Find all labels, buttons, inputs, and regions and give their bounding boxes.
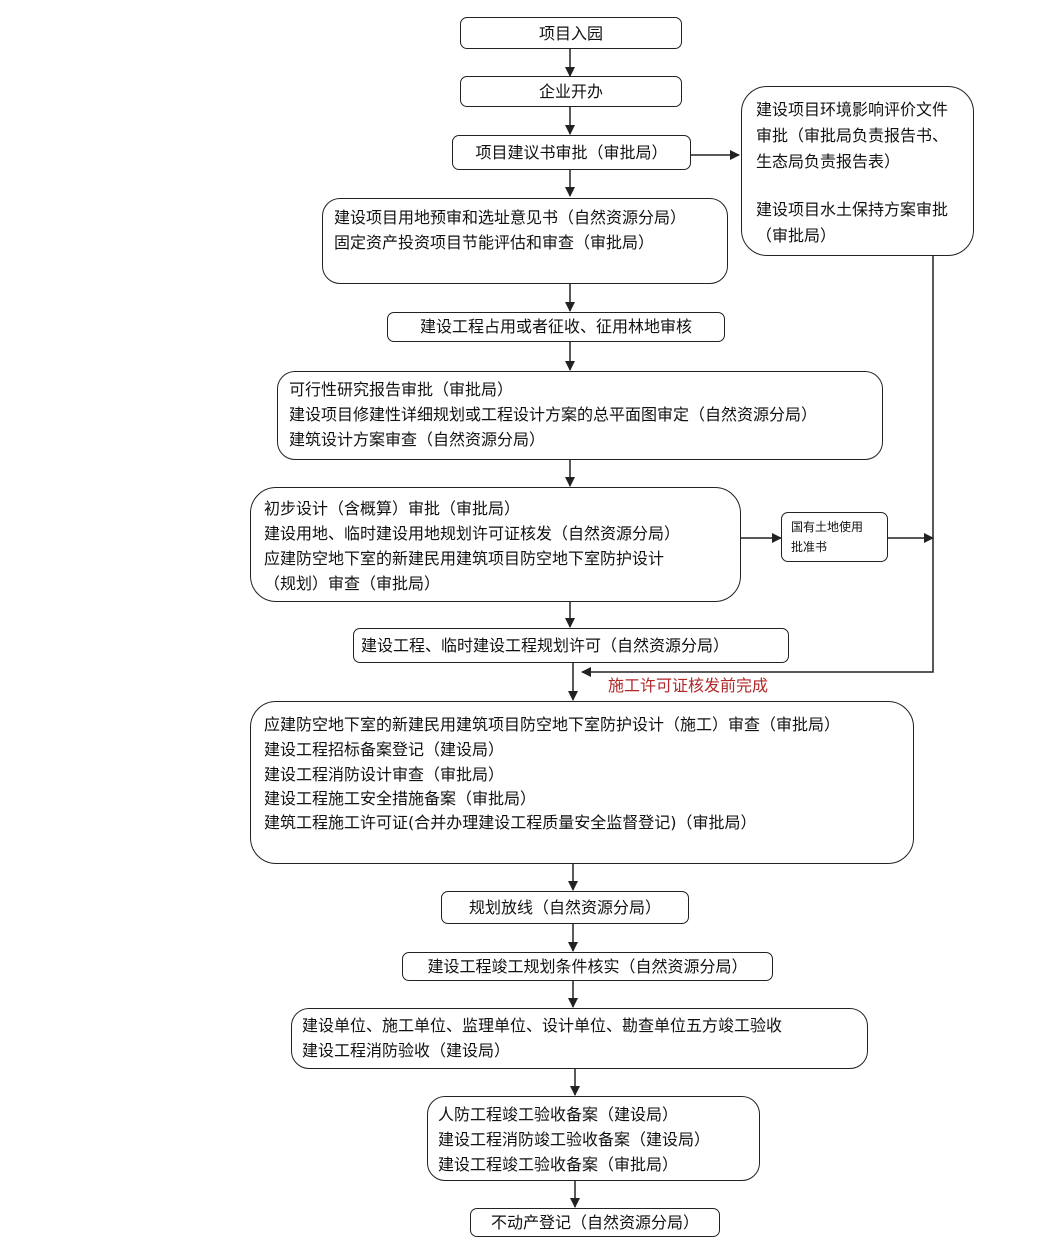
step-text: （规划）审查（审批局） <box>264 574 441 593</box>
step-setting-out: 规划放线（自然资源分局） <box>441 891 689 924</box>
step-text: 项目入园 <box>538 24 603 43</box>
construction-permit-note: 施工许可证核发前完成 <box>608 676 769 695</box>
step-text: 项目建议书审批（审批局） <box>475 143 668 162</box>
step-text: 可行性研究报告审批（审批局） <box>289 380 514 399</box>
side-text: 建设项目水土保持方案审批（审批局） <box>756 200 949 245</box>
side-text: 批准书 <box>791 540 828 554</box>
step-land-preexam: 建设项目用地预审和选址意见书（自然资源分局） 固定资产投资项目节能评估和审查（审… <box>322 198 728 284</box>
step-completion-planning-check: 建设工程竣工规划条件核实（自然资源分局） <box>402 952 773 981</box>
step-text: 建设工程、临时建设工程规划许可（自然资源分局） <box>361 636 730 655</box>
step-text: 建设项目修建性详细规划或工程设计方案的总平面图审定（自然资源分局） <box>289 405 818 424</box>
step-text: 人防工程竣工验收备案（建设局） <box>438 1105 679 1124</box>
step-project-entry: 项目入园 <box>460 17 682 49</box>
step-text: 规划放线（自然资源分局） <box>468 898 661 917</box>
step-text: 固定资产投资项目节能评估和审查（审批局） <box>334 233 655 252</box>
step-text: 建筑设计方案审查（自然资源分局） <box>289 430 546 449</box>
step-preliminary-design: 初步设计（含概算）审批（审批局） 建设用地、临时建设用地规划许可证核发（自然资源… <box>250 487 741 602</box>
step-text: 建设工程占用或者征收、征用林地审核 <box>419 317 692 336</box>
step-planning-permit: 建设工程、临时建设工程规划许可（自然资源分局） <box>353 628 789 663</box>
step-text: 应建防空地下室的新建民用建筑项目防空地下室防护设计（施工）审查（审批局） <box>264 715 841 734</box>
step-feasibility-study: 可行性研究报告审批（审批局） 建设项目修建性详细规划或工程设计方案的总平面图审定… <box>277 371 883 460</box>
step-completion-filing: 人防工程竣工验收备案（建设局） 建设工程消防竣工验收备案（建设局） 建设工程竣工… <box>427 1096 760 1181</box>
step-text: 建设用地、临时建设用地规划许可证核发（自然资源分局） <box>264 524 681 543</box>
step-text: 建设工程消防竣工验收备案（建设局） <box>438 1130 711 1149</box>
step-text: 不动产登记（自然资源分局） <box>490 1213 699 1232</box>
right-return-line <box>581 255 934 677</box>
step-text: 建设工程招标备案登记（建设局） <box>264 740 505 759</box>
step-proposal-approval: 项目建议书审批（审批局） <box>452 135 691 170</box>
step-text: 建设工程消防验收（建设局） <box>302 1041 511 1060</box>
step-text: 应建防空地下室的新建民用建筑项目防空地下室防护设计 <box>264 549 665 568</box>
step-text: 企业开办 <box>538 82 603 101</box>
step-text: 建设工程竣工验收备案（审批局） <box>438 1155 679 1174</box>
step-enterprise-setup: 企业开办 <box>460 76 682 107</box>
step-text: 建设工程消防设计审查（审批局） <box>264 765 505 784</box>
step-five-party-acceptance: 建设单位、施工单位、监理单位、设计单位、勘查单位五方竣工验收 建设工程消防验收（… <box>291 1008 868 1069</box>
step-text: 建设单位、施工单位、监理单位、设计单位、勘查单位五方竣工验收 <box>302 1016 783 1035</box>
side-land-use-approval: 国有土地使用 批准书 <box>781 512 888 562</box>
step-construction-permit-group: 应建防空地下室的新建民用建筑项目防空地下室防护设计（施工）审查（审批局） 建设工… <box>250 701 914 864</box>
step-text: 初步设计（含概算）审批（审批局） <box>264 499 521 518</box>
step-text: 建筑工程施工许可证(合并办理建设工程质量安全监督登记)（审批局） <box>264 813 757 832</box>
step-real-estate-registration: 不动产登记（自然资源分局） <box>470 1208 720 1237</box>
side-environment-approval: 建设项目环境影响评价文件审批（审批局负责报告书、生态局负责报告表） 建设项目水土… <box>741 86 974 256</box>
step-text: 建设工程竣工规划条件核实（自然资源分局） <box>427 957 748 976</box>
step-forest-land-review: 建设工程占用或者征收、征用林地审核 <box>387 312 725 342</box>
side-text: 国有土地使用 <box>791 520 864 534</box>
side-text: 建设项目环境影响评价文件审批（审批局负责报告书、生态局负责报告表） <box>756 100 949 171</box>
step-text: 建设工程施工安全措施备案（审批局） <box>264 789 537 808</box>
step-text: 建设项目用地预审和选址意见书（自然资源分局） <box>334 208 687 227</box>
